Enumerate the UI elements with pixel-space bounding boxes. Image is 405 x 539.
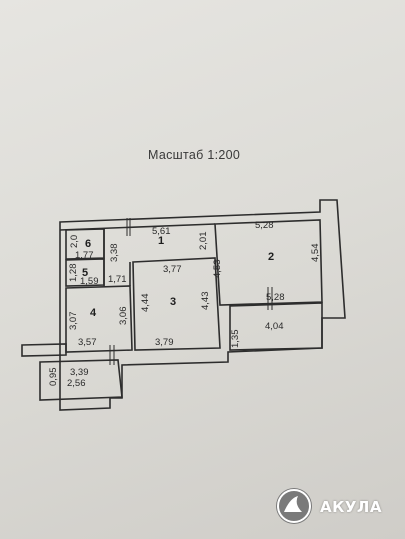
logo-text: АКУЛА — [320, 498, 383, 516]
room-number-4: 4 — [90, 307, 97, 319]
dim-3-77: 3,77 — [163, 264, 182, 275]
dim-1-35: 1,35 — [230, 330, 241, 349]
dim-4-43: 4,43 — [200, 292, 211, 311]
dim-3-39: 3,39 — [70, 367, 89, 378]
dim-5-61: 5,61 — [152, 226, 171, 237]
shark-fin-icon — [276, 488, 312, 524]
dim-2-56: 2,56 — [67, 378, 86, 389]
dim-2-01: 2,01 — [198, 232, 209, 251]
akula-logo: АКУЛА — [276, 488, 396, 528]
dim-1-71: 1,71 — [108, 274, 127, 285]
scale-title: Масштаб 1:200 — [148, 148, 241, 162]
outer-wall — [59, 199, 346, 411]
balcony-right — [229, 302, 323, 351]
dim-3-79: 3,79 — [155, 337, 174, 348]
dim-1-28: 1,28 — [68, 264, 79, 283]
balcony-left — [39, 359, 123, 401]
plan-walls — [21, 199, 346, 411]
room-number-1: 1 — [158, 235, 164, 247]
dim-3-07: 3,07 — [68, 312, 79, 331]
dim-3-38: 3,38 — [109, 244, 120, 263]
room-3-walls — [132, 257, 221, 351]
dim-4-53: 4,53 — [212, 260, 223, 279]
left-balcony-edge — [21, 343, 67, 357]
room-4-walls — [65, 285, 133, 353]
dim-3-06: 3,06 — [118, 307, 129, 326]
dim-4-54: 4,54 — [310, 244, 321, 263]
dim-5-28-top: 5,28 — [255, 220, 274, 231]
dim-1-59: 1,59 — [80, 276, 99, 287]
dim-4-04: 4,04 — [265, 321, 284, 332]
dim-1-77: 1,77 — [75, 250, 94, 261]
dim-3-57: 3,57 — [78, 337, 97, 348]
room-number-5: 5 — [82, 267, 88, 279]
room-number-3: 3 — [170, 296, 176, 308]
dim-4-44: 4,44 — [140, 294, 151, 313]
room-number-2: 2 — [268, 251, 274, 263]
door-marks — [109, 218, 273, 365]
dim-0-95: 0,95 — [48, 368, 59, 387]
dim-2-0: 2,0 — [69, 235, 80, 248]
room-number-6: 6 — [85, 238, 91, 250]
room-2-walls — [214, 219, 323, 306]
dim-5-28-bottom: 5,28 — [266, 292, 285, 303]
